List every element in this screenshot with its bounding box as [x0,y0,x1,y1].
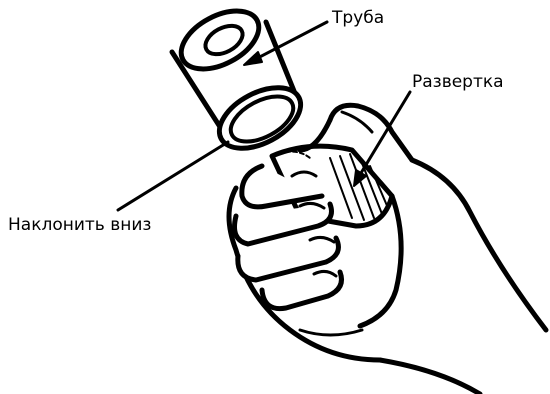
reamer-leader-line [358,92,410,178]
pipe-leader-arrowhead [244,52,262,65]
hand-drawing [229,105,546,394]
pipe-label: Труба [332,8,384,28]
tilt-leader-line [118,142,228,210]
pipe-drawing [172,0,311,161]
reamer-label: Развертка [412,72,504,92]
tilt-down-label: Наклонить вниз [8,215,151,235]
pipe-leader-line [250,22,327,62]
